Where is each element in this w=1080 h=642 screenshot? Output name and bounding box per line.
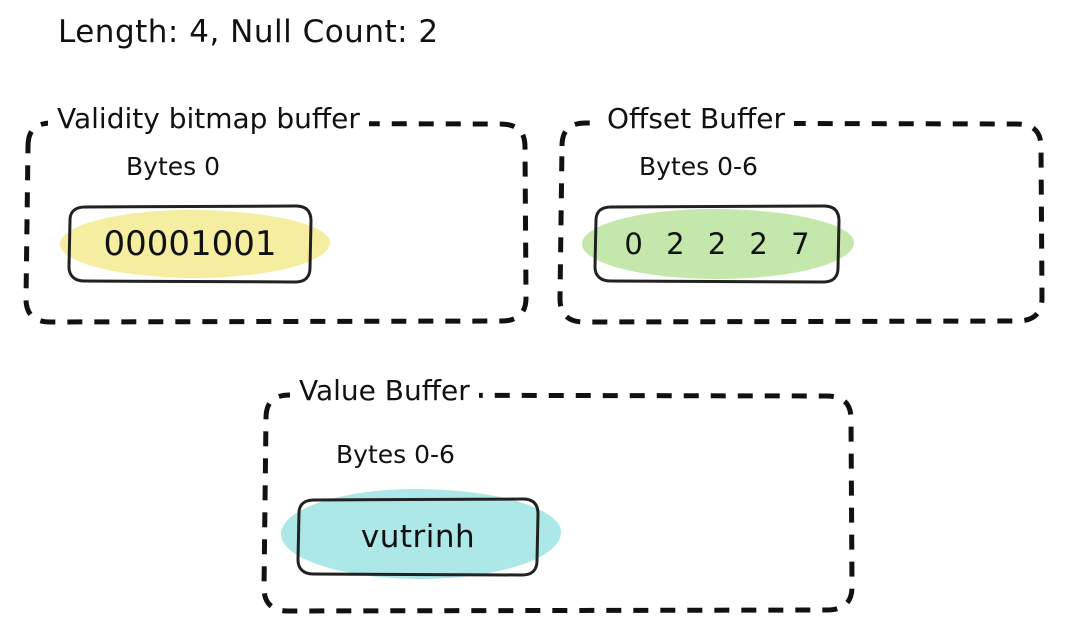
value-panel-title: Value Buffer	[290, 371, 479, 411]
validity-panel-title: Validity bitmap buffer	[48, 99, 369, 139]
page-title: Length: 4, Null Count: 2	[58, 14, 439, 50]
value-buffer-chip[interactable]: vutrinh	[281, 489, 561, 579]
value-buffer-panel: Value Buffer Bytes 0-6 vutrinh	[260, 371, 856, 614]
offset-values-chip[interactable]: 0 2 2 2 7	[582, 204, 854, 284]
value-buffer-text: vutrinh	[360, 519, 476, 555]
offset-panel-border	[556, 120, 1046, 325]
offset-buffer-panel: Offset Buffer Bytes 0-6 0 2 2 2 7	[556, 99, 1046, 325]
offset-chip-border	[592, 204, 842, 284]
validity-bitmap-value: 00001001	[103, 224, 277, 264]
value-chip-border	[295, 497, 541, 577]
validity-bitmap-buffer-panel: Validity bitmap buffer Bytes 0 00001001	[22, 99, 530, 325]
value-panel-border	[260, 392, 856, 614]
validity-highlight-blob	[60, 210, 330, 278]
value-highlight-blob	[281, 489, 561, 579]
offset-panel-title: Offset Buffer	[598, 99, 795, 139]
validity-panel-border	[22, 120, 530, 325]
validity-chip-border	[66, 204, 314, 284]
offset-values-text: 0 2 2 2 7	[624, 227, 817, 261]
validity-bytes-label: Bytes 0	[126, 152, 221, 181]
validity-bitmap-chip[interactable]: 00001001	[60, 204, 330, 284]
offset-highlight-blob	[582, 209, 854, 279]
offset-bytes-label: Bytes 0-6	[639, 152, 758, 181]
value-bytes-label: Bytes 0-6	[336, 440, 455, 469]
